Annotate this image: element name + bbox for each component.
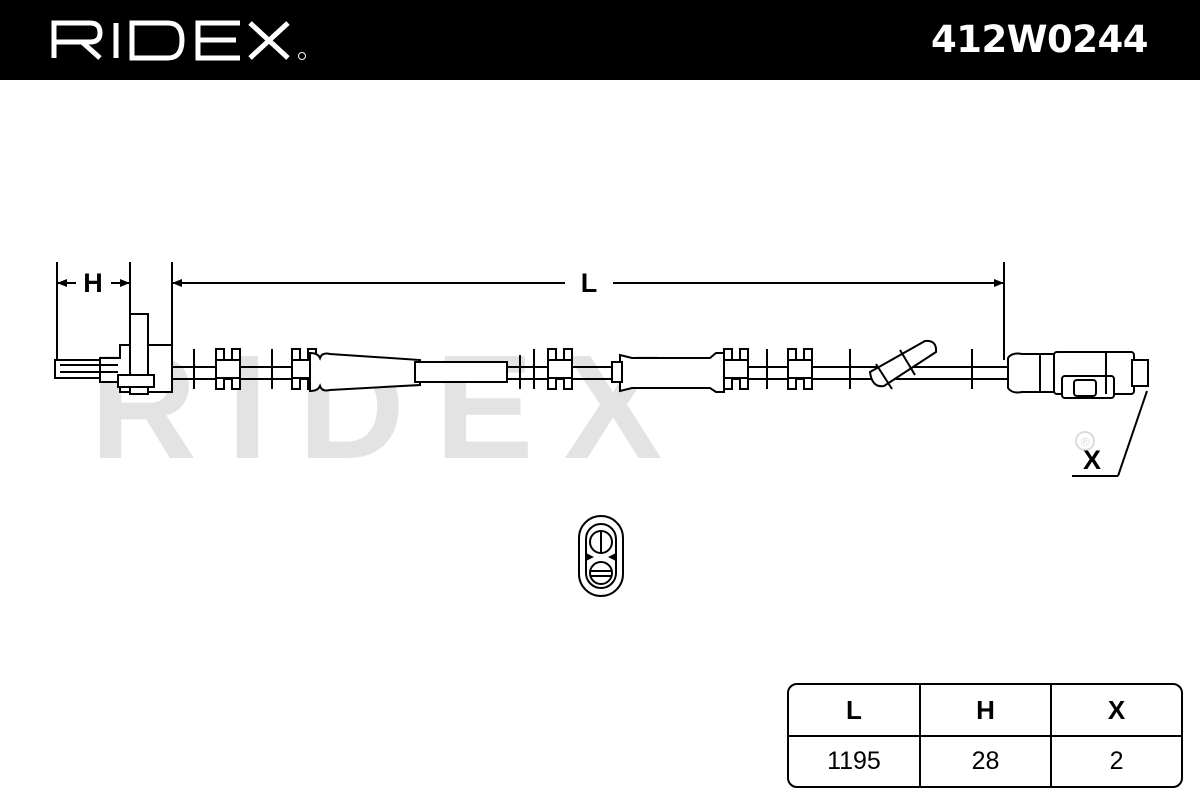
table-header-row: L H X <box>789 685 1181 737</box>
connector <box>1007 351 1149 399</box>
part-number: 412W0244 <box>930 18 1149 61</box>
dimensions-table: L H X 1195 28 2 <box>787 683 1183 788</box>
table-cell: 28 <box>918 737 1050 786</box>
angled-clip <box>868 339 938 390</box>
connector-face <box>578 515 624 597</box>
header-bar: 412W0244 <box>0 0 1200 80</box>
sensor-drawing: RIDEX ® <box>54 262 1149 597</box>
cable-sleeves <box>309 351 725 393</box>
table-header-cell: X <box>1050 685 1181 737</box>
registered-mark: ® <box>1081 435 1090 449</box>
dimension-label-h: H <box>83 268 103 298</box>
table-row: 1195 28 2 <box>789 737 1181 786</box>
sensor-head <box>54 313 173 395</box>
dimension-label-l: L <box>581 268 598 298</box>
dimension-label-x: X <box>1083 445 1101 475</box>
brand-logo <box>51 20 306 61</box>
watermark: RIDEX <box>90 325 692 490</box>
table-cell: 1195 <box>827 747 881 775</box>
table-header-cell: H <box>918 685 1051 737</box>
table-header-cell: L <box>789 685 919 737</box>
table-cell: 2 <box>1050 737 1181 786</box>
